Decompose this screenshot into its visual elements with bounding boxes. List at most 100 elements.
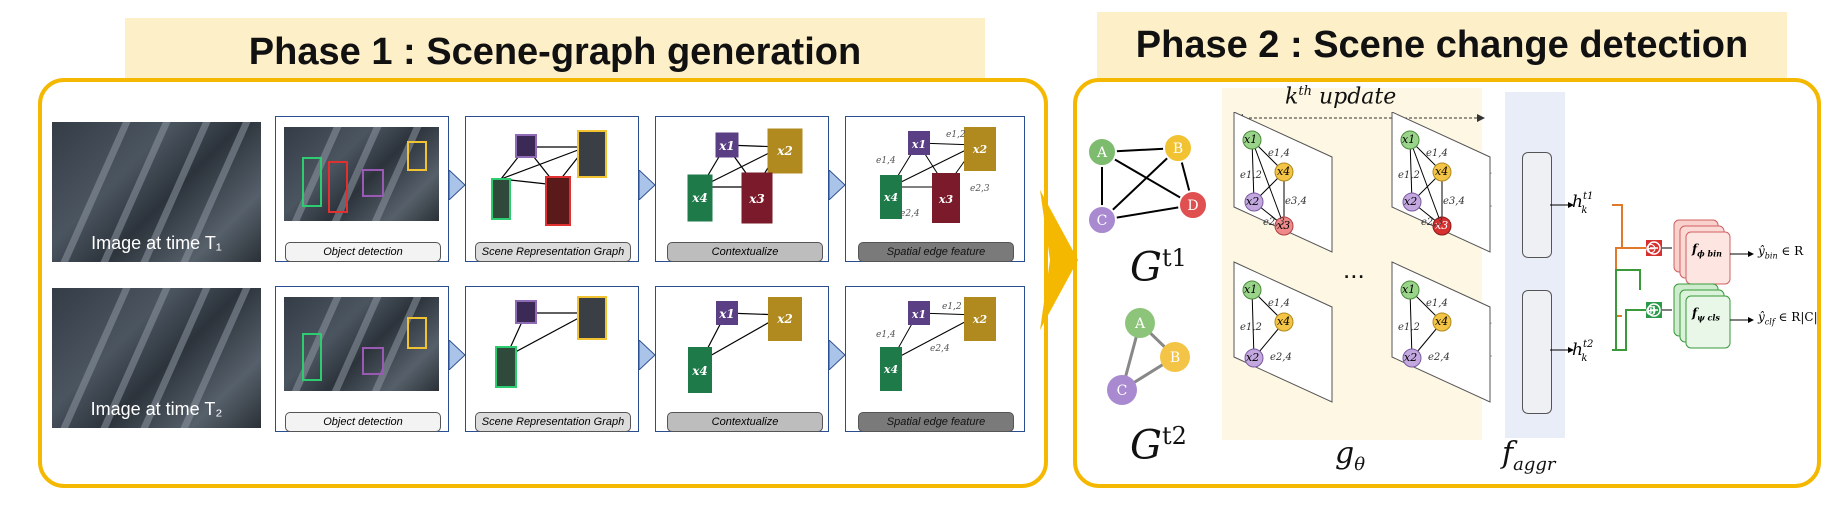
update-graph-bottom-left <box>1242 280 1294 368</box>
flow-arrow-3-t2 <box>829 340 845 370</box>
y-bin-output: ŷbin ∈ R <box>1758 244 1804 261</box>
satellite-image-t2: Image at time T₂ <box>52 288 261 428</box>
minus-op: ⊖ <box>1645 240 1657 256</box>
sp-e23-t1: e2,3 <box>970 184 990 194</box>
update-graph-top-right <box>1400 130 1452 236</box>
classifier-connections <box>1550 202 1754 353</box>
caption-object-detection-t2: Object detection <box>285 412 441 432</box>
panel-spatial-edge-t2: x1 x2 x4 e1,2 e1,4 e2,4 <box>845 286 1025 432</box>
panel-scene-graph-t2 <box>465 286 639 432</box>
gt-bl-x1: x1 <box>1244 283 1258 296</box>
sp-x2-t1: x2 <box>972 143 988 156</box>
sp-e24-t1: e2,4 <box>900 209 920 219</box>
caption-object-detection-t1: Object detection <box>285 242 441 262</box>
graph-label-t2: Gt2 <box>1130 422 1187 469</box>
panel-contextualize-t2: x1 x2 x4 <box>655 286 829 432</box>
ctx-x4-t1: x4 <box>691 191 708 205</box>
ctx-x2-t2: x2 <box>776 312 793 326</box>
node-a-t2: A <box>1134 316 1146 332</box>
caption-scene-graph-t2: Scene Representation Graph <box>475 412 631 432</box>
gt-tl-x3: x3 <box>1277 219 1291 232</box>
sp-x1-t2: x1 <box>911 308 926 321</box>
panel-scene-graph-t1 <box>465 116 639 262</box>
gt-tr-e23: e2,3 <box>1421 217 1443 228</box>
ctx-x2-t1: x2 <box>776 144 793 158</box>
update-ellipsis: ... <box>1343 254 1365 284</box>
detection-image-t1 <box>284 127 439 221</box>
gt-tr-x2: x2 <box>1404 195 1418 208</box>
node-a-t1: A <box>1096 145 1108 161</box>
spatial-graph-t1: x1 x2 x4 x3 e1,2 e1,4 e2,4 e2,3 <box>876 127 996 223</box>
f-aggr-label: faggr <box>1502 436 1556 475</box>
panel-contextualize-t1: x1 x2 x4 x3 <box>655 116 829 262</box>
f-aggr-block-t2 <box>1522 290 1552 414</box>
g-theta-label: gθ <box>1335 436 1366 475</box>
phase2-title: Phase 2 : Scene change detection <box>1097 12 1787 78</box>
gt-tr-e12: e1,2 <box>1398 170 1420 181</box>
flow-arrow-2-t1 <box>639 170 655 200</box>
sp2-e12-t2: e1,2 <box>942 302 962 312</box>
gt-tr-x4: x4 <box>1435 165 1449 178</box>
plus-op: ⊕ <box>1645 302 1657 318</box>
update-graph-bottom-right <box>1400 280 1452 368</box>
spatial-graph-t2: x1 x2 x4 e1,2 e1,4 e2,4 <box>876 297 996 391</box>
phase-transition-arrow <box>1040 190 1078 330</box>
gt-bl-e14: e1,4 <box>1268 298 1290 309</box>
flow-arrow-1-t1 <box>449 170 465 200</box>
sp-e14-t1: e1,4 <box>876 156 896 166</box>
f-bin-label: fϕ bin <box>1692 242 1722 259</box>
gt-tl-e34: e3,4 <box>1285 196 1307 207</box>
gt-br-x1: x1 <box>1402 283 1416 296</box>
gt-tl-x1: x1 <box>1244 133 1258 146</box>
sp-x3-t1: x3 <box>938 193 954 206</box>
f-cls-label: fψ cls <box>1692 306 1720 323</box>
phase1-title: Phase 1 : Scene-graph generation <box>125 18 985 86</box>
h-t1-label: ht1k <box>1572 191 1594 216</box>
node-d-t1: D <box>1187 198 1198 214</box>
panel-spatial-edge-t1: x1 x2 x4 x3 e1,2 e1,4 e2,4 e2,3 <box>845 116 1025 262</box>
ctx-x3-t1: x3 <box>748 192 765 206</box>
graph-label-t1: Gt1 <box>1130 244 1187 291</box>
gt-tl-e12: e1,2 <box>1240 170 1262 181</box>
gt-tr-x3: x3 <box>1435 219 1449 232</box>
ctx-x4-t2: x4 <box>691 364 708 378</box>
node-b-t1: B <box>1173 141 1183 157</box>
image-label-t1: Image at time T₁ <box>91 233 222 253</box>
gt-bl-e24: e2,4 <box>1270 352 1292 363</box>
flow-arrow-3-t1 <box>829 170 845 200</box>
gt-tr-e14: e1,4 <box>1426 148 1448 159</box>
gt-tl-x4: x4 <box>1277 165 1291 178</box>
sp-x4-t1: x4 <box>883 191 898 204</box>
flow-arrow-1-t2 <box>449 340 465 370</box>
gt-tl-e14: e1,4 <box>1268 148 1290 159</box>
node-b-t2: B <box>1170 350 1180 366</box>
f-aggr-block-t1 <box>1522 152 1552 258</box>
sp-x2-t2: x2 <box>972 313 988 326</box>
gt-br-x4: x4 <box>1435 315 1449 328</box>
scene-graph-t2 <box>495 296 607 388</box>
gt-br-e14: e1,4 <box>1426 298 1448 309</box>
ctx-x1-t1: x1 <box>718 139 735 153</box>
caption-spatial-edge-t1: Spatial edge feature <box>858 242 1014 262</box>
node-c-t1: C <box>1097 213 1108 229</box>
sp2-e14-t2: e1,4 <box>876 330 896 340</box>
scene-graph-t1 <box>491 130 607 226</box>
graph-g-t1: A B C D <box>1087 133 1208 235</box>
panel-object-detection-t1 <box>275 116 449 262</box>
gt-bl-x4: x4 <box>1277 315 1291 328</box>
gt-br-e12: e1,2 <box>1398 322 1420 333</box>
gt-br-e24: e2,4 <box>1428 352 1450 363</box>
context-graph-t1: x1 x2 x4 x3 <box>687 128 803 224</box>
sp-e12-t1: e1,2 <box>946 130 966 140</box>
context-graph-t2: x1 x2 x4 <box>688 297 802 393</box>
panel-object-detection-t2 <box>275 286 449 432</box>
gt-tl-e23: e2,3 <box>1263 217 1285 228</box>
flow-arrow-2-t2 <box>639 340 655 370</box>
kth-update-label: kth update <box>1285 84 1397 110</box>
caption-contextualize-t2: Contextualize <box>667 412 823 432</box>
sp-x1-t1: x1 <box>911 138 926 151</box>
gt-tr-e34: e3,4 <box>1443 196 1465 207</box>
gt-bl-e12: e1,2 <box>1240 322 1262 333</box>
update-graph-top-left <box>1242 130 1294 236</box>
h-t2-label: ht2k <box>1572 339 1594 364</box>
